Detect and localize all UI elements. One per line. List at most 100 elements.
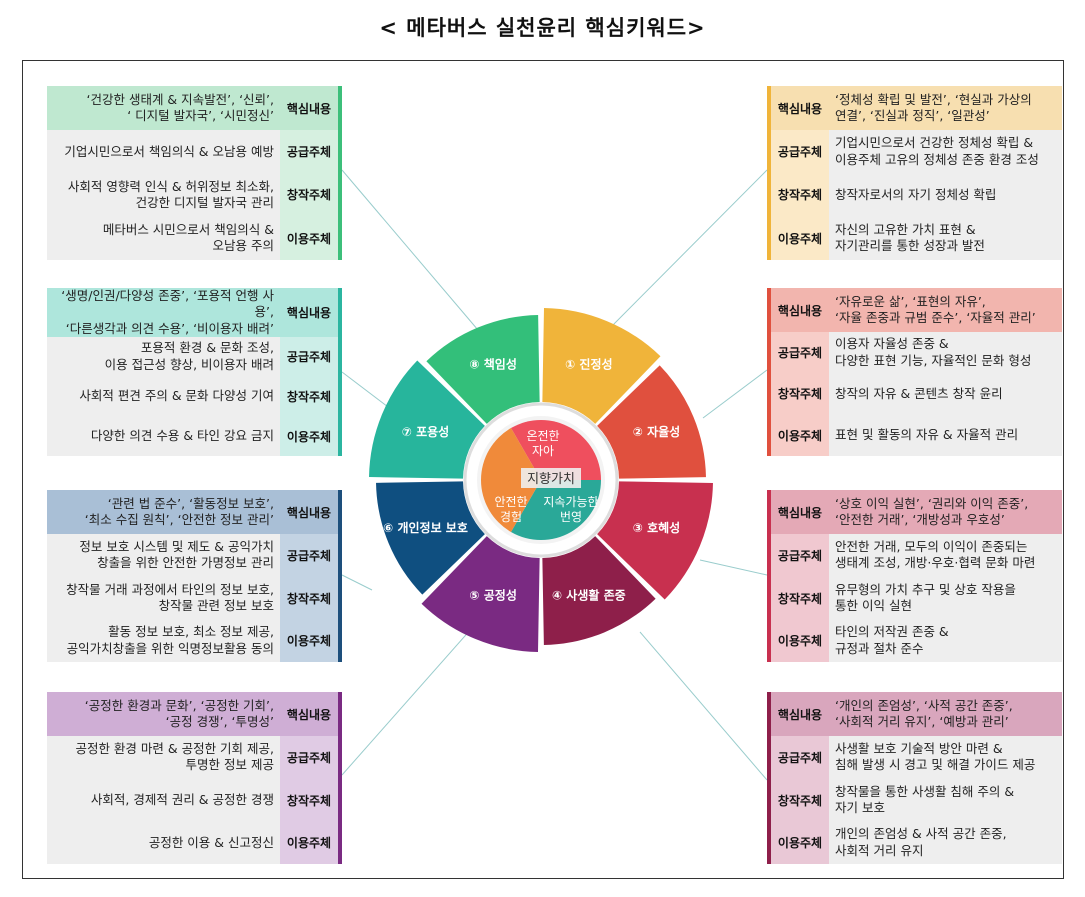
row-label: 이용주체 [771, 821, 829, 865]
row-text: ‘관련 법 준수’, ‘활동정보 보호’, ‘최소 수집 원칙’, ‘안전한 정… [47, 490, 280, 534]
connector-line [341, 371, 393, 411]
row-text: ‘상호 이익 실현’, ‘권리와 이익 존중’, ‘안전한 거래’, ‘개방성과… [829, 490, 1062, 534]
row-text: ‘개인의 존엄성’, ‘사적 공간 존중’, ‘사회적 거리 유지’, ‘예방과… [829, 692, 1062, 736]
row-text: 창작자로서의 자기 정체성 확립 [829, 173, 1062, 217]
row-text: 공정한 이용 & 신고정신 [47, 821, 280, 865]
row-label: 핵심내용 [280, 288, 338, 337]
segment-label: ⑧ 책임성 [469, 357, 516, 372]
panel-accent-stripe [338, 692, 342, 864]
row-label: 창작주체 [280, 376, 338, 417]
panel-row: 핵심내용‘개인의 존엄성’, ‘사적 공간 존중’, ‘사회적 거리 유지’, … [767, 692, 1062, 736]
row-text: 사생활 보호 기술적 방안 마련 & 침해 발생 시 경고 및 해결 가이드 제… [829, 736, 1062, 779]
diagram-title: < 메타버스 실천윤리 핵심키워드> [379, 16, 706, 40]
segment-label: ④ 사생활 존중 [552, 587, 626, 602]
row-text: 창작의 자유 & 콘텐츠 창작 윤리 [829, 373, 1062, 415]
segment-label: ① 진정성 [565, 357, 612, 372]
center-sector [511, 420, 601, 480]
left-panel: ‘건강한 생태계 & 지속발전’, ‘신뢰’, ‘ 디지털 발자국’, ‘시민정… [47, 86, 342, 260]
row-label: 공급주체 [771, 534, 829, 577]
wheel-segment [597, 481, 713, 600]
panel-accent-stripe [767, 692, 771, 864]
segment-label: ⑦ 포용성 [402, 424, 449, 439]
row-label: 창작주체 [280, 173, 338, 217]
row-text: 기업시민으로서 책임의식 & 오남용 예방 [47, 130, 280, 174]
row-label: 창작주체 [771, 576, 829, 620]
row-label: 공급주체 [280, 336, 338, 377]
panel-accent-stripe [767, 288, 771, 456]
panel-row: 핵심내용‘자유로운 삶’, ‘표현의 자유’, ‘자율 존중과 규범 준수’, … [767, 288, 1062, 332]
row-label: 공급주체 [771, 130, 829, 174]
row-label: 이용주체 [280, 216, 338, 260]
row-text: ‘생명/인권/다양성 존중’, ‘포용적 언행 사용’, ‘다른생각과 의견 수… [47, 288, 280, 337]
wheel-segment [376, 481, 485, 595]
row-text: 사회적, 경제적 권리 & 공정한 경쟁 [47, 778, 280, 822]
center-label: 지향가치 [527, 472, 575, 487]
row-text: ‘정체성 확립 및 발전’, ‘현실과 가상의 연결’, ‘진실과 정직’, ‘… [829, 86, 1062, 130]
wheel-segment [426, 315, 540, 424]
row-text: 이용자 자율성 존중 & 다양한 표현 기능, 자율적인 문화 형성 [829, 332, 1062, 374]
center-label-bg [521, 468, 581, 488]
row-label: 이용주체 [771, 216, 829, 260]
connector-line [341, 169, 479, 331]
row-label: 공급주체 [280, 736, 338, 779]
row-label: 핵심내용 [771, 490, 829, 534]
row-label: 공급주체 [280, 534, 338, 577]
row-label: 핵심내용 [280, 490, 338, 534]
panel-accent-stripe [767, 86, 771, 260]
row-text: ‘자유로운 삶’, ‘표현의 자유’, ‘자율 존중과 규범 준수’, ‘자율적… [829, 288, 1062, 332]
row-label: 공급주체 [280, 130, 338, 174]
right-panel: 핵심내용‘자유로운 삶’, ‘표현의 자유’, ‘자율 존중과 규범 준수’, … [767, 288, 1062, 456]
row-text: 개인의 존엄성 & 사적 공간 존중, 사회적 거리 유지 [829, 821, 1062, 865]
row-label: 핵심내용 [280, 86, 338, 130]
row-text: 창작물 거래 과정에서 타인의 정보 보호, 창작물 관련 정보 보호 [47, 576, 280, 620]
wheel-segment [597, 365, 706, 479]
row-text: 사회적 영향력 인식 & 허위정보 최소화, 건강한 디지털 발자국 관리 [47, 173, 280, 217]
row-label: 창작주체 [280, 778, 338, 822]
row-text: 다양한 의견 수용 & 타인 강요 금지 [47, 416, 280, 456]
row-label: 창작주체 [771, 778, 829, 822]
left-panel: ‘공정한 환경과 문화’, ‘공정한 기회’, ‘공정 경쟁’, ‘투명성’핵심… [47, 692, 342, 865]
wheel-segment [542, 536, 656, 645]
row-label: 공급주체 [771, 736, 829, 779]
segment-label: ⑥ 개인정보 보호 [383, 520, 468, 535]
panel-row: ‘건강한 생태계 & 지속발전’, ‘신뢰’, ‘ 디지털 발자국’, ‘시민정… [47, 86, 342, 130]
row-text: 포용적 환경 & 문화 조성, 이용 접근성 향상, 비이용자 배려 [47, 336, 280, 377]
segment-label: ② 자율성 [633, 424, 680, 439]
panel-accent-stripe [338, 490, 342, 662]
row-text: 공정한 환경 마련 & 공정한 기회 제공, 투명한 정보 제공 [47, 736, 280, 779]
row-label: 창작주체 [280, 576, 338, 620]
row-label: 이용주체 [280, 619, 338, 663]
row-text: 사회적 편견 주의 & 문화 다양성 기여 [47, 376, 280, 417]
row-label: 공급주체 [771, 332, 829, 374]
row-text: 활동 정보 보호, 최소 정보 제공, 공익가치창출을 위한 익명정보활용 동의 [47, 619, 280, 663]
row-label: 창작주체 [771, 173, 829, 217]
row-text: 표현 및 활동의 자유 & 자율적 관리 [829, 414, 1062, 456]
row-text: 창작물을 통한 사생활 침해 주의 & 자기 보호 [829, 778, 1062, 822]
panel-row: ‘관련 법 준수’, ‘활동정보 보호’, ‘최소 수집 원칙’, ‘안전한 정… [47, 490, 342, 534]
connector-line [702, 369, 768, 419]
row-text: 자신의 고유한 가치 표현 & 자기관리를 통한 성장과 발전 [829, 216, 1062, 260]
row-label: 이용주체 [280, 416, 338, 456]
wheel-segment [369, 360, 485, 479]
row-text: 정보 보호 시스템 및 제도 & 공익가치 창출을 위한 안전한 가명정보 관리 [47, 534, 280, 577]
